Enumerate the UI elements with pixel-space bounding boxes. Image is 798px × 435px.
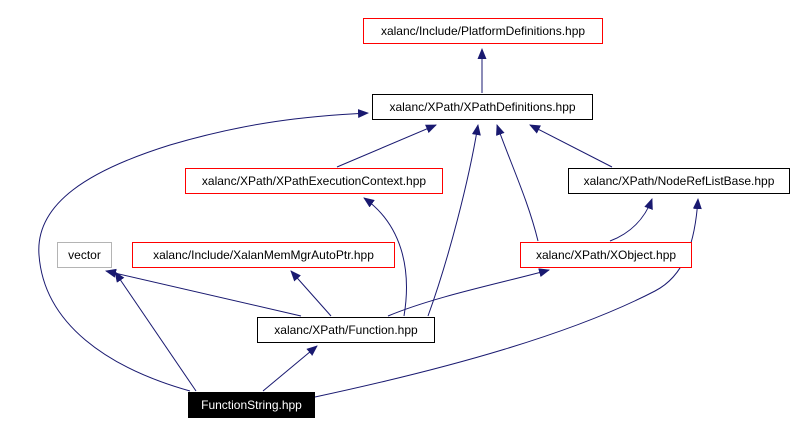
node-label: xalanc/Include/XalanMemMgrAutoPtr.hpp (153, 248, 374, 262)
node-platformdefinitions[interactable]: xalanc/Include/PlatformDefinitions.hpp (363, 18, 603, 44)
edge-xpathexecutioncontext-to-xpathdefinitions (336, 124, 437, 168)
node-label: xalanc/Include/PlatformDefinitions.hpp (380, 24, 586, 38)
node-label: xalanc/XPath/Function.hpp (274, 323, 418, 337)
node-label: xalanc/XPath/NodeRefListBase.hpp (583, 174, 775, 188)
edge-function-to-xobject (387, 268, 550, 317)
edge-function-to-xpathdefinitions (427, 124, 481, 317)
edge-functionstring-to-function (262, 345, 318, 392)
edge-function-to-vector (105, 268, 302, 317)
node-xpathdefinitions[interactable]: xalanc/XPath/XPathDefinitions.hpp (372, 94, 593, 120)
node-xpathexecutioncontext[interactable]: xalanc/XPath/XPathExecutionContext.hpp (185, 168, 443, 194)
node-function[interactable]: xalanc/XPath/Function.hpp (257, 317, 435, 343)
edge-xobject-to-noderreflistbase (609, 198, 653, 242)
node-xobject[interactable]: xalanc/XPath/XObject.hpp (520, 242, 692, 268)
node-label: vector (68, 248, 101, 262)
edge-noder__reflistbase-to-xpathdefinitions (529, 124, 613, 168)
node-xalanmemmgrautoptr[interactable]: xalanc/Include/XalanMemMgrAutoPtr.hpp (132, 242, 395, 268)
node-functionstring-root: FunctionString.hpp (188, 392, 315, 418)
node-noderreflistbase[interactable]: xalanc/XPath/NodeRefListBase.hpp (568, 168, 790, 194)
edge-functionstring-to-xpathdefinitions (38, 109, 369, 392)
node-label: xalanc/XPath/XPathExecutionContext.hpp (201, 174, 427, 188)
edge-functionstring-to-vector (114, 271, 197, 392)
edge-function-to-xalanmemmgrautoptr (290, 270, 332, 317)
node-label: FunctionString.hpp (201, 398, 302, 412)
node-vector: vector (57, 242, 112, 268)
node-label: xalanc/XPath/XObject.hpp (535, 248, 677, 262)
edge-xobject-to-xpathdefinitions (496, 124, 539, 242)
edge-function-to-xpathexecutioncontext (363, 197, 407, 317)
node-label: xalanc/XPath/XPathDefinitions.hpp (389, 100, 576, 114)
edge-functionstring-to-noderreflistbase (314, 198, 702, 398)
